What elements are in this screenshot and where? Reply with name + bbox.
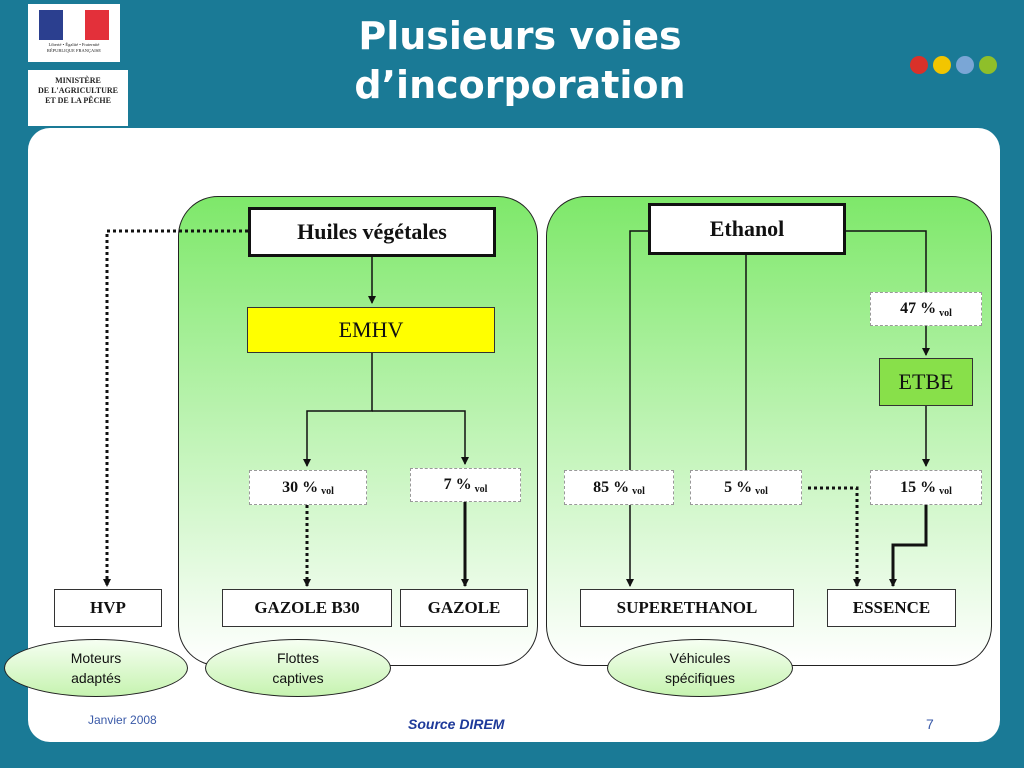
arrow-15pct-essence xyxy=(889,505,928,587)
arrow-ethanol-47pct xyxy=(846,230,930,356)
etbe-box: ETBE xyxy=(879,358,973,406)
ethanol-box: Ethanol xyxy=(648,203,846,255)
note-vehicules-specifiques: Véhicules spécifiques xyxy=(607,639,793,697)
footer-date: Janvier 2008 xyxy=(88,713,157,727)
note-moteurs-adaptes: Moteurs adaptés xyxy=(4,639,188,697)
logo-motto: Liberté • Égalité • Fraternité xyxy=(48,42,100,47)
arrow-emhv-branches xyxy=(303,353,469,467)
ratio-unit: vol xyxy=(939,307,952,319)
flag-icon xyxy=(39,10,109,40)
logo-text: Liberté • Égalité • Fraternité RÉPUBLIQU… xyxy=(30,42,118,54)
ethanol-group xyxy=(546,196,992,666)
ratio-unit: vol xyxy=(321,486,334,497)
arrow-hvp xyxy=(103,229,248,587)
decorative-dot-yellow xyxy=(933,56,951,74)
logo-republic: RÉPUBLIQUE FRANÇAISE xyxy=(46,48,102,53)
ratio-etbe-47: 47 %vol xyxy=(870,292,982,326)
emhv-box: EMHV xyxy=(247,307,495,353)
ratio-value: 7 % xyxy=(443,476,472,493)
decorative-dot-green xyxy=(979,56,997,74)
arrow-superethanol xyxy=(626,230,648,587)
arrow-5pct-essence xyxy=(808,486,861,587)
vegetable-oil-group xyxy=(178,196,538,666)
ratio-unit: vol xyxy=(474,483,488,495)
footer-source: Source DIREM xyxy=(408,716,505,732)
ratio-gazole-7: 7 %vol xyxy=(410,468,521,502)
decorative-dot-blue xyxy=(956,56,974,74)
ratio-value: 15 % xyxy=(900,478,937,496)
ratio-value: 30 % xyxy=(282,478,319,496)
gazole-b30-box: GAZOLE B30 xyxy=(222,589,392,627)
ratio-essence-15: 15 %vol xyxy=(870,470,982,505)
ratio-value: 47 % xyxy=(900,300,937,317)
ratio-unit: vol xyxy=(755,486,768,497)
ratio-value: 5 % xyxy=(724,478,753,496)
republic-logo: Liberté • Égalité • Fraternité RÉPUBLIQU… xyxy=(28,4,120,62)
ministry-label: MINISTÈRE DE L'AGRICULTURE ET DE LA PÊCH… xyxy=(28,70,128,126)
superethanol-box: SUPERETHANOL xyxy=(580,589,794,627)
page-title: Plusieurs voies d’incorporation xyxy=(354,14,686,107)
essence-box: ESSENCE xyxy=(827,589,956,627)
note-flottes-captives: Flottes captives xyxy=(205,639,391,697)
ratio-superethanol-85: 85 %vol xyxy=(564,470,674,505)
ratio-b30-30: 30 %vol xyxy=(249,470,367,505)
decorative-dot-red xyxy=(910,56,928,74)
ratio-essence-5: 5 %vol xyxy=(690,470,802,505)
ratio-unit: vol xyxy=(939,486,952,497)
huiles-vegetales-box: Huiles végétales xyxy=(248,207,496,257)
page-number: 7 xyxy=(926,716,934,732)
hvp-box: HVP xyxy=(54,589,162,627)
ratio-value: 85 % xyxy=(593,478,630,496)
ratio-unit: vol xyxy=(632,486,645,497)
gazole-box: GAZOLE xyxy=(400,589,528,627)
